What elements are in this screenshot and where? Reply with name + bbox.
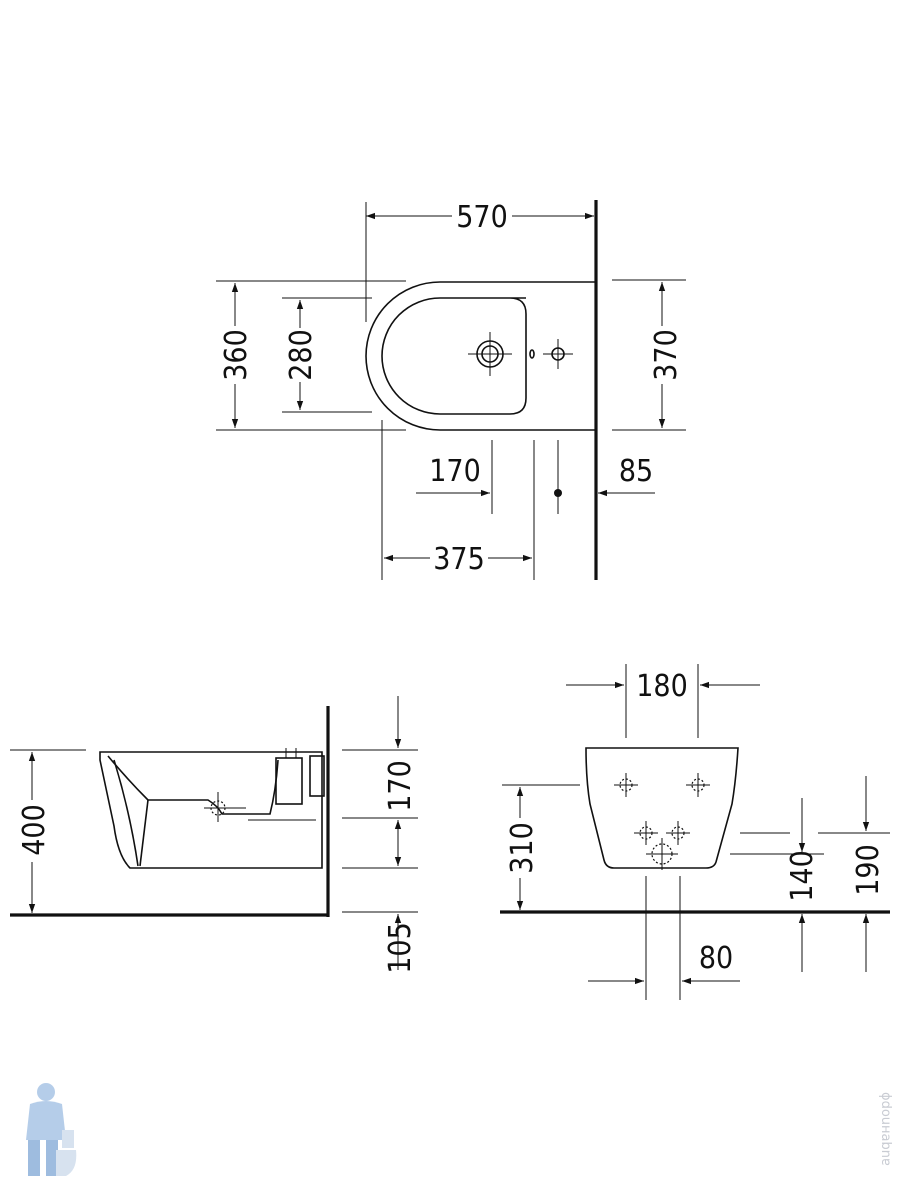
tap-hole-symbol [543,339,573,369]
plumber-mascot-logo [26,1083,77,1176]
top-view: 570 360 280 370 170 85 375 [216,200,686,580]
supply-connection-right [666,821,690,845]
side-view: 400 170 105 [10,696,418,974]
dim-upper-170: 170 [383,760,418,812]
dim-bowl-375: 375 [433,542,485,577]
watermark-text: ϕdouнabnɐ [878,1092,893,1166]
dim-bolt-spacing-180: 180 [636,669,688,704]
dim-width-570: 570 [456,200,508,235]
tap-body-side [275,757,303,805]
dim-height-370: 370 [649,329,684,381]
dim-height-400: 400 [17,804,52,856]
supply-connection-left [634,821,658,845]
dim-inner-280: 280 [284,329,319,381]
dim-offset-170: 170 [429,454,481,489]
bidet-outline-top [365,281,596,431]
dim-supply-140: 140 [785,850,820,902]
drain-symbol [468,332,512,376]
fixing-bolt-right [686,773,710,797]
dim-depth-360: 360 [219,329,254,381]
dim-drain-190: 190 [851,844,886,896]
dim-pipe-80: 80 [699,941,733,976]
front-view: 180 310 140 190 80 [500,664,890,1000]
fixing-bolt-left [614,773,638,797]
drain-connection-front [646,838,678,870]
dim-bolt-height-310: 310 [505,822,540,874]
dim-lower-105: 105 [383,922,418,974]
bowl-outline-top [381,297,527,415]
bidet-outline-front [585,747,739,869]
dim-wall-85: 85 [619,454,653,489]
drain-marker-side [204,792,246,822]
tap-center-dot [554,489,562,497]
overflow-hole [529,349,535,359]
bidet-profile-side [99,751,323,869]
